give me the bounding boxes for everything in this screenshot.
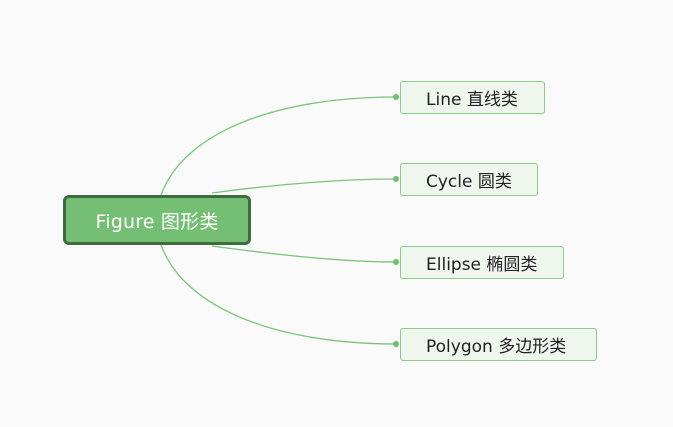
root-node-label: Figure 图形类 xyxy=(95,210,219,233)
connector-dot-ellipse xyxy=(393,259,399,265)
connector-line xyxy=(160,96,397,196)
connector-dot-line xyxy=(393,94,399,100)
child-node-label: Polygon 多边形类 xyxy=(426,337,567,357)
root-node-figure[interactable]: Figure 图形类 xyxy=(63,195,251,245)
connector-ellipse xyxy=(211,245,397,263)
connector-polygon xyxy=(160,244,397,345)
child-node-polygon[interactable]: Polygon 多边形类 xyxy=(400,328,597,361)
child-node-line[interactable]: Line 直线类 xyxy=(400,81,545,114)
child-node-label: Line 直线类 xyxy=(426,90,518,110)
child-node-ellipse[interactable]: Ellipse 椭圆类 xyxy=(400,246,564,279)
child-node-label: Cycle 圆类 xyxy=(426,172,512,192)
child-node-label: Ellipse 椭圆类 xyxy=(426,255,538,275)
connector-dot-cycle xyxy=(393,176,399,182)
connector-cycle xyxy=(211,178,397,194)
connector-dot-polygon xyxy=(393,341,399,347)
child-node-cycle[interactable]: Cycle 圆类 xyxy=(400,163,538,196)
